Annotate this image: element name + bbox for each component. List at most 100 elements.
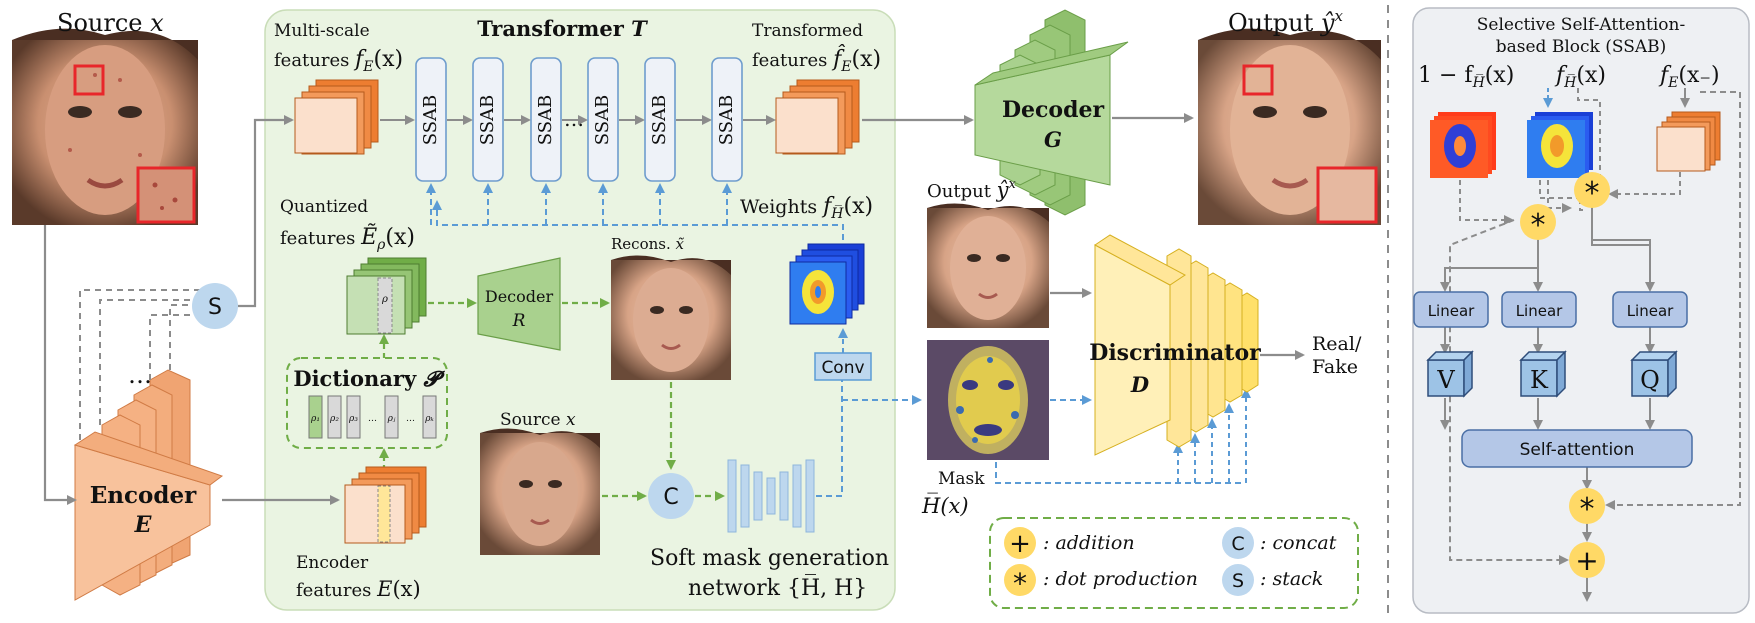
ssab-block	[587, 57, 619, 182]
mask-to-disc-layers-line	[995, 462, 1242, 484]
legend-add-icon	[1004, 527, 1036, 559]
soft-mask-network	[727, 459, 815, 533]
encoder-dots: …	[128, 361, 152, 389]
dictionary-entry	[422, 395, 437, 439]
decoder-g-var: G	[1044, 127, 1062, 152]
ssab-input1-label: 1 − fH̅(x)	[1418, 63, 1514, 91]
legend-stack-symbol: S	[1232, 570, 1244, 592]
ssab-dot-node-bottom	[1569, 488, 1605, 524]
discriminator-label: Discriminator	[1089, 340, 1261, 366]
legend-add-symbol: +	[1009, 529, 1031, 559]
soft-mask-label-line2: network {H̅, H}	[688, 574, 867, 601]
svg-text:ρ: ρ	[381, 294, 388, 305]
ssab-block-label: SSAB	[420, 95, 441, 146]
encoder-to-stack-links	[79, 289, 200, 440]
stack-node	[192, 283, 238, 329]
mask-var: H̅(x)	[921, 493, 969, 518]
ssab-input1-heatmap	[1430, 112, 1496, 178]
ssab-block	[530, 57, 562, 182]
linear-box-q	[1612, 291, 1688, 328]
output-face-image	[1198, 28, 1381, 225]
ssab-block-label: SSAB	[716, 95, 737, 146]
ssab-add-node	[1569, 542, 1605, 578]
source-small-label: Source x	[500, 410, 576, 430]
legend-dot-icon	[1004, 564, 1036, 596]
legend-concat-icon	[1222, 527, 1254, 559]
ssab-panel-title-line1: Selective Self-Attention-	[1477, 15, 1685, 35]
decoder-g	[974, 9, 1129, 216]
legend-dot-symbol: *	[1013, 567, 1027, 600]
encoder-feature-stack	[344, 466, 427, 544]
encoder-e-label: Encoder	[90, 482, 197, 509]
ssab-dot-top-symbol: *	[1585, 176, 1600, 211]
dictionary-entry-label: ρⱼ	[387, 414, 396, 424]
source-label: Source x	[57, 9, 164, 37]
output-zoom-inset	[1316, 166, 1378, 224]
conv-label: Conv	[821, 358, 864, 378]
stack-node-label: S	[208, 295, 222, 320]
real-fake-line1: Real/	[1312, 333, 1362, 355]
ssab-block	[472, 57, 504, 182]
output-crop-box	[1242, 64, 1274, 96]
linear-box-v	[1413, 291, 1489, 328]
weights-to-ssab-arrows	[426, 183, 732, 225]
weights-label: Weights fH̅(x)	[740, 194, 873, 222]
mask-label: Mask	[938, 469, 985, 489]
output-mid-face-image	[927, 203, 1049, 328]
cube-v-label: V	[1436, 366, 1455, 394]
concat-node	[648, 473, 694, 519]
ssab-dot-node-top	[1574, 172, 1610, 208]
real-fake-line2: Fake	[1312, 356, 1358, 378]
ssab-block-label: SSAB	[592, 95, 613, 146]
ssab-input2-heatmap	[1527, 112, 1593, 178]
source-crop-box	[73, 64, 105, 96]
transformed-feature-stack	[775, 79, 860, 155]
ssab-ellipsis: …	[564, 107, 584, 131]
ssab-panel-title-line2: based Block (SSAB)	[1496, 37, 1667, 57]
cube-q-label: Q	[1640, 366, 1660, 394]
multiscale-feature-stack	[294, 79, 379, 155]
quantized-label-line1: Quantized	[280, 197, 368, 217]
legend-box	[989, 517, 1359, 609]
source-to-encoder-arrow	[43, 225, 77, 505]
cube-k-label: K	[1530, 366, 1549, 394]
ssab-input2-label: fH̅(x)	[1554, 63, 1606, 91]
dictionary-entry-label: …	[406, 414, 415, 424]
ssab-add-symbol: +	[1575, 544, 1598, 577]
multiscale-label-line1: Multi-scale	[274, 21, 370, 41]
source-face-image	[12, 28, 198, 225]
ssab-panel-connectors	[1440, 88, 1741, 602]
encoder-e	[73, 369, 224, 601]
encoder-features-line1: Encoder	[296, 553, 369, 573]
ssab-input3-feature-stack	[1656, 111, 1721, 172]
self-attention-box	[1461, 429, 1693, 468]
legend-concat-text: : concat	[1260, 532, 1337, 554]
output-mid-label: Output ŷx	[927, 177, 1017, 202]
linear-label-k: Linear	[1516, 302, 1563, 320]
cube-k	[1519, 350, 1567, 398]
dictionary-entry-label: ρ₃	[348, 414, 358, 424]
quantized-label-line2: features Ẽρ(x)	[280, 222, 415, 253]
ssab-block-label: SSAB	[477, 95, 498, 146]
transformer-title: Transformer T	[477, 16, 648, 41]
source-small-face-image	[480, 428, 600, 555]
mask-net-to-conv-link	[816, 380, 843, 497]
linear-box-k	[1501, 291, 1577, 328]
quantized-feature-stack: ρ	[346, 257, 427, 335]
ssab-block-label: SSAB	[649, 95, 670, 146]
cube-q	[1630, 350, 1678, 398]
decoder-r	[477, 257, 561, 351]
cube-v	[1426, 350, 1474, 398]
dictionary-box	[286, 357, 448, 449]
encoder-e-var: E	[134, 512, 153, 538]
legend-add-text: : addition	[1043, 532, 1135, 554]
decoder-g-label: Decoder	[1002, 97, 1105, 123]
transformed-label-line1: Transformed	[752, 21, 863, 41]
dictionary-entry	[327, 395, 342, 439]
dictionary-entry-label: ρₖ	[424, 414, 434, 424]
decoder-r-label: Decoder	[485, 287, 554, 306]
legend-stack-text: : stack	[1260, 568, 1323, 590]
